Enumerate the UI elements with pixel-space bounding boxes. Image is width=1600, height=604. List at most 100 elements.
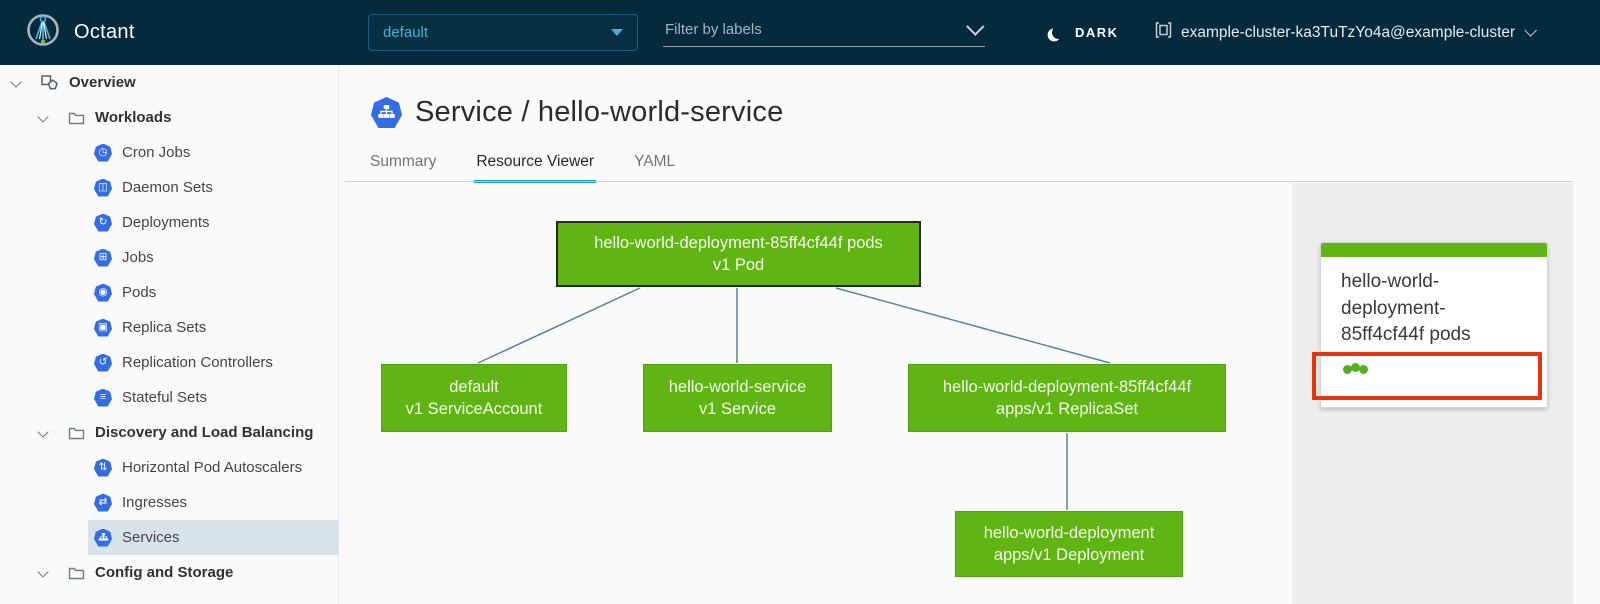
- folder-icon: [68, 110, 85, 126]
- graph-node-replicaset[interactable]: hello-world-deployment-85ff4cf44f apps/v1…: [908, 364, 1226, 432]
- pod-status-dots[interactable]: [1343, 363, 1368, 374]
- pod-ok-dot: [1359, 365, 1368, 374]
- page-title: Service / hello-world-service: [415, 96, 784, 128]
- namespace-dropdown[interactable]: default: [368, 14, 638, 51]
- sidebar-item-stateful-sets[interactable]: ≡ Stateful Sets: [88, 380, 338, 415]
- graph-node-label: hello-world-deployment-85ff4cf44f pods: [594, 234, 883, 252]
- service-resource-icon: [371, 97, 402, 128]
- dark-theme-toggle[interactable]: DARK: [1052, 0, 1119, 65]
- folder-icon: [68, 565, 85, 581]
- graph-node-label: apps/v1 Deployment: [993, 546, 1145, 564]
- graph-node-label: hello-world-deployment: [983, 524, 1155, 542]
- sidebar-item-workloads[interactable]: Workloads: [0, 100, 338, 135]
- label-filter: [663, 12, 985, 47]
- page-title-row: Service / hello-world-service: [371, 96, 783, 129]
- card-title: hello-world-deployment-85ff4cf44f pods: [1341, 271, 1471, 345]
- sidebar-item-discovery-and-load-balancing[interactable]: Discovery and Load Balancing: [0, 415, 338, 450]
- sidebar-item-ingresses[interactable]: ⇄ Ingresses: [88, 485, 338, 520]
- expander-chevron-icon[interactable]: [37, 567, 49, 579]
- resource-viewer-graph: hello-world-deployment-85ff4cf44f pods v1…: [339, 183, 1292, 604]
- graph-node-pods[interactable]: hello-world-deployment-85ff4cf44f pods v1…: [556, 221, 921, 287]
- tab-yaml[interactable]: YAML: [634, 153, 676, 170]
- graph-node-label: v1 Pod: [712, 256, 765, 274]
- namespace-value: default: [383, 24, 429, 41]
- sidebar-item-label: Jobs: [122, 249, 154, 266]
- tab-resource-viewer[interactable]: Resource Viewer: [474, 153, 597, 183]
- sidebar-item-deployments[interactable]: ↻ Deployments: [88, 205, 338, 240]
- sidebar-item-cron-jobs[interactable]: ◷ Cron Jobs: [88, 135, 338, 170]
- sidebar-item-daemon-sets[interactable]: ◫ Daemon Sets: [88, 170, 338, 205]
- brand-title: Octant: [74, 21, 135, 43]
- main-content: Service / hello-world-service Summary Res…: [339, 65, 1600, 604]
- hpa-icon: ⇅: [94, 458, 112, 477]
- sidebar-item-replication-controllers[interactable]: ↺ Replication Controllers: [88, 345, 338, 380]
- pod-ok-dot: [1343, 365, 1352, 374]
- graph-node-deployment[interactable]: hello-world-deployment apps/v1 Deployment: [955, 511, 1183, 577]
- graph-node-label: default: [449, 378, 499, 396]
- sidebar-item-horizontal-pod-autoscalers[interactable]: ⇅ Horizontal Pod Autoscalers: [88, 450, 338, 485]
- sidebar-item-replica-sets[interactable]: ▣ Replica Sets: [88, 310, 338, 345]
- caret-down-icon: [611, 29, 623, 36]
- sidebar-item-label: Workloads: [95, 109, 172, 126]
- graph-node-label: v1 Service: [698, 400, 777, 418]
- sidebar-item-label: Replication Controllers: [122, 354, 273, 371]
- tab-bar: Summary Resource Viewer YAML: [368, 153, 677, 183]
- ingresses-icon: ⇄: [94, 493, 112, 512]
- chevron-down-icon[interactable]: [966, 16, 985, 36]
- tab-summary[interactable]: Summary: [370, 153, 437, 170]
- theme-toggle-label: DARK: [1075, 25, 1119, 40]
- card-status-strip: [1321, 243, 1547, 257]
- expander-chevron-icon[interactable]: [37, 427, 49, 439]
- stateful-sets-icon: ≡: [94, 388, 112, 407]
- pods-icon: ◉: [94, 283, 112, 302]
- sidebar-item-label: Pods: [122, 284, 157, 301]
- expander-chevron-icon[interactable]: [37, 112, 49, 124]
- chevron-down-icon: [1524, 24, 1538, 37]
- sidebar-item-label: Services: [122, 529, 180, 546]
- graph-node-service[interactable]: hello-world-service v1 Service: [643, 364, 832, 432]
- pods-summary-card[interactable]: hello-world-deployment-85ff4cf44f pods: [1320, 242, 1548, 408]
- sidebar-item-label: Ingresses: [122, 494, 188, 511]
- jobs-icon: ⊞: [94, 248, 112, 267]
- sidebar-item-pods[interactable]: ◉ Pods: [88, 275, 338, 310]
- moon-icon: [1051, 25, 1066, 40]
- deployments-icon: ↻: [94, 213, 112, 232]
- cluster-context-switcher[interactable]: example-cluster-ka3TuTzYo4a@example-clus…: [1155, 0, 1538, 65]
- replication-controllers-icon: ↺: [94, 353, 112, 372]
- services-icon: [94, 528, 112, 547]
- tab-divider: [345, 181, 1573, 182]
- cron-jobs-icon: ◷: [94, 143, 112, 162]
- octant-logo-icon: [26, 13, 60, 52]
- cluster-icon: [1155, 21, 1172, 44]
- graph-node-label: hello-world-service: [668, 378, 807, 396]
- sidebar-item-label: Daemon Sets: [122, 179, 213, 196]
- graph-node-label: hello-world-deployment-85ff4cf44f: [942, 378, 1192, 396]
- octant-brand[interactable]: Octant: [26, 0, 135, 65]
- label-filter-input[interactable]: [663, 19, 966, 39]
- sidebar-item-label: Replica Sets: [122, 319, 207, 336]
- sidebar-item-config-and-storage[interactable]: Config and Storage: [0, 555, 338, 590]
- graph-node-label: apps/v1 ReplicaSet: [995, 400, 1139, 418]
- cluster-context-label: example-cluster-ka3TuTzYo4a@example-clus…: [1181, 23, 1516, 41]
- expander-chevron-icon[interactable]: [10, 77, 22, 89]
- graph-node-label: v1 ServiceAccount: [405, 400, 543, 418]
- resource-detail-panel: hello-world-deployment-85ff4cf44f pods: [1292, 183, 1573, 604]
- sidebar-item-services[interactable]: Services: [88, 520, 338, 555]
- overview-icon: [40, 74, 59, 92]
- daemon-sets-icon: ◫: [94, 178, 112, 197]
- replica-sets-icon: ▣: [94, 318, 112, 337]
- sidebar-item-label: Config and Storage: [95, 564, 234, 581]
- folder-icon: [68, 425, 85, 441]
- sidebar-item-label: Discovery and Load Balancing: [95, 424, 314, 441]
- sidebar-item-label: Stateful Sets: [122, 389, 208, 406]
- sidebar-item-label: Cron Jobs: [122, 144, 191, 161]
- sidebar-item-overview[interactable]: Overview: [0, 65, 338, 100]
- sidebar-item-jobs[interactable]: ⊞ Jobs: [88, 240, 338, 275]
- pod-ok-dot: [1351, 363, 1360, 372]
- graph-node-serviceaccount[interactable]: default v1 ServiceAccount: [381, 364, 567, 432]
- sidebar-item-label: Horizontal Pod Autoscalers: [122, 459, 303, 476]
- sidebar-item-label: Deployments: [122, 214, 210, 231]
- sidebar-item-label: Overview: [69, 74, 136, 91]
